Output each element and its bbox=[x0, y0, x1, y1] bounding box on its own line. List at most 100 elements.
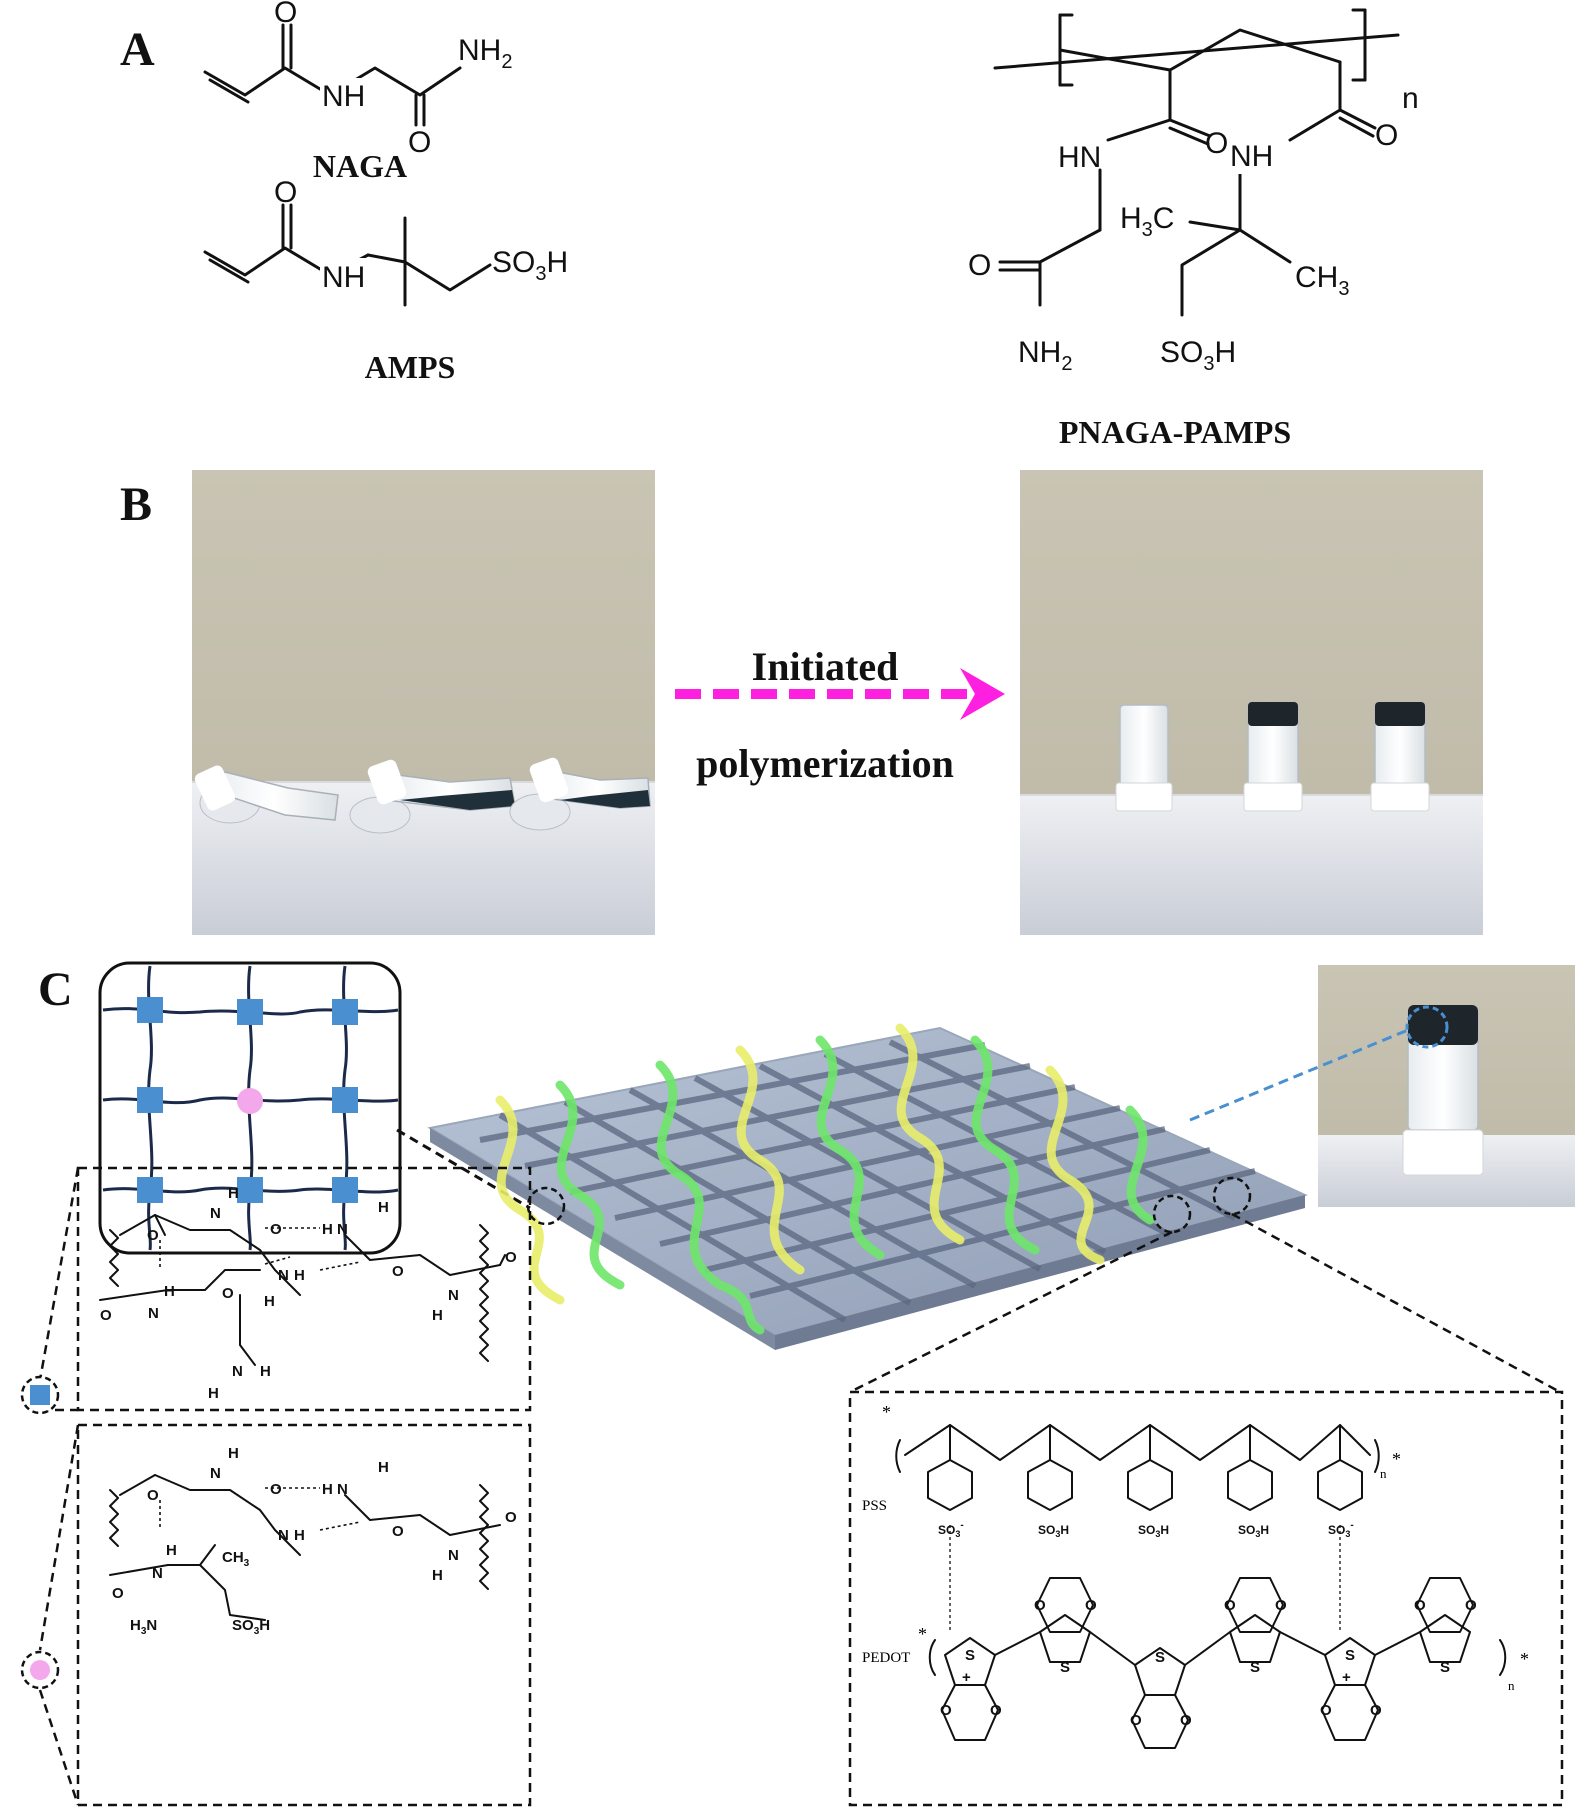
benzene-rings bbox=[927, 1424, 1363, 1511]
atom-so3h: SO3H bbox=[1238, 1523, 1269, 1539]
atom-h3c: H3C bbox=[1120, 202, 1174, 241]
atom-o: O bbox=[1375, 119, 1398, 152]
atom-n: N bbox=[210, 1205, 221, 1222]
atom-o: O bbox=[1320, 1702, 1332, 1719]
vial-tipped-clear bbox=[194, 765, 339, 824]
atom-h: H bbox=[294, 1527, 305, 1544]
atom-h: H bbox=[166, 1542, 177, 1559]
thiophene-rings bbox=[944, 1614, 1471, 1696]
nodes-detail-box bbox=[76, 1166, 532, 1412]
chain-end-star: * bbox=[882, 1402, 891, 1422]
atom-h: H bbox=[260, 1363, 271, 1380]
atom-s: S bbox=[1250, 1659, 1260, 1676]
atom-o: O bbox=[392, 1263, 404, 1280]
vial-inverted-dark bbox=[1243, 702, 1303, 812]
polymerization-arrow bbox=[675, 668, 1005, 720]
atom-o: O bbox=[505, 1249, 517, 1266]
repeat-n: n bbox=[1380, 1466, 1387, 1481]
atom-n: N bbox=[278, 1267, 289, 1284]
panel-b: B bbox=[120, 470, 1483, 935]
atom-h: H bbox=[264, 1293, 275, 1310]
atom-n: N bbox=[448, 1287, 459, 1304]
chain-end-star: * bbox=[1392, 1449, 1401, 1469]
dioxane-rings bbox=[941, 1577, 1474, 1749]
arrow-label-line2: polymerization bbox=[696, 741, 954, 786]
vial-tipped-dark bbox=[509, 757, 651, 831]
positive-charge: + bbox=[962, 1669, 971, 1686]
photo-after-gelation bbox=[1020, 470, 1483, 935]
atom-n: N bbox=[337, 1481, 348, 1498]
pnaga-pamps-structure: n HN O NH O H3C O CH3 NH2 SO3H bbox=[968, 8, 1419, 375]
atom-o: O bbox=[222, 1285, 234, 1302]
atom-o: O bbox=[990, 1702, 1002, 1719]
positive-charge: + bbox=[1342, 1669, 1351, 1686]
atom-ch3: CH3 bbox=[222, 1549, 250, 1569]
vial-inverted-dark bbox=[1370, 702, 1430, 812]
mixed-nodes-detail-box bbox=[76, 1423, 532, 1807]
panel-a-letter: A bbox=[120, 23, 155, 76]
vial-inverted-clear bbox=[1115, 704, 1173, 812]
atom-o: O bbox=[505, 1509, 517, 1526]
atom-s: S bbox=[1440, 1659, 1450, 1676]
chain-end-star: * bbox=[1520, 1649, 1529, 1669]
atom-hn: HN bbox=[1058, 141, 1101, 174]
naga-label: NAGA bbox=[313, 148, 407, 184]
atom-so3h: SO3H bbox=[1138, 1523, 1169, 1539]
pedot-label: PEDOT bbox=[862, 1650, 910, 1666]
atom-h: H bbox=[378, 1459, 389, 1476]
vial-tipped-dark bbox=[349, 759, 516, 834]
atom-so3-minus: SO3- bbox=[1328, 1520, 1354, 1539]
photo-inset-vial bbox=[1318, 965, 1575, 1207]
atom-o: O bbox=[1275, 1597, 1287, 1614]
pss-label: PSS bbox=[862, 1498, 887, 1514]
network-inset bbox=[98, 961, 402, 1255]
atom-o: O bbox=[1205, 127, 1228, 160]
repeat-n: n bbox=[1402, 82, 1419, 115]
atom-h: H bbox=[228, 1445, 239, 1462]
repeat-n: n bbox=[1508, 1678, 1515, 1693]
panel-a: A O NH O NH2 NAGA O NH bbox=[120, 0, 1419, 450]
atom-s: S bbox=[1060, 1659, 1070, 1676]
atom-o: O bbox=[147, 1487, 159, 1504]
atom-o: O bbox=[112, 1585, 124, 1602]
atom-n: N bbox=[148, 1305, 159, 1322]
atom-o: O bbox=[270, 1221, 282, 1238]
atom-h: H bbox=[294, 1267, 305, 1284]
atom-o: O bbox=[274, 176, 297, 209]
atom-o: O bbox=[1370, 1702, 1382, 1719]
atom-h: H bbox=[378, 1199, 389, 1216]
atom-so3h: SO3H bbox=[1038, 1523, 1069, 1539]
panel-b-letter: B bbox=[120, 478, 152, 531]
atom-o: O bbox=[274, 0, 297, 29]
atom-h3c: H3N bbox=[130, 1617, 157, 1637]
atom-o: O bbox=[1414, 1597, 1426, 1614]
atom-ch3: CH3 bbox=[1295, 261, 1349, 300]
pedot-structure: S S S S S S O O O O O O O O O O O O + + … bbox=[918, 1577, 1529, 1749]
panel-c-letter: C bbox=[38, 963, 73, 1016]
atom-o: O bbox=[147, 1227, 159, 1244]
atom-h: H bbox=[432, 1307, 443, 1324]
atom-h: H bbox=[228, 1185, 239, 1202]
atom-so3-minus: SO3- bbox=[938, 1520, 964, 1539]
atom-s: S bbox=[965, 1647, 975, 1664]
atom-o: O bbox=[1224, 1597, 1236, 1614]
chain-end-star: * bbox=[918, 1624, 927, 1644]
atom-so3h: SO3H bbox=[1160, 336, 1236, 375]
hbond-naga-amps: O N H O H N H O N H N H O H O N CH3 H3N … bbox=[109, 1445, 517, 1637]
atom-h: H bbox=[322, 1481, 333, 1498]
atom-n: N bbox=[152, 1565, 163, 1582]
atom-o: O bbox=[1180, 1712, 1192, 1729]
atom-h: H bbox=[322, 1221, 333, 1238]
atom-n: N bbox=[448, 1547, 459, 1564]
atom-o: O bbox=[408, 126, 431, 159]
atom-nh: NH bbox=[322, 261, 365, 294]
naga-structure: O NH O NH2 bbox=[203, 0, 512, 159]
copolymer-label: PNAGA-PAMPS bbox=[1059, 414, 1291, 450]
atom-h: H bbox=[432, 1567, 443, 1584]
atom-o: O bbox=[100, 1307, 112, 1324]
hydrogel-network-slab bbox=[427, 1023, 1308, 1350]
atom-s: S bbox=[1155, 1649, 1165, 1666]
pss-structure: * n * SO3- SO3H SO3H SO3H SO3- bbox=[882, 1402, 1401, 1630]
